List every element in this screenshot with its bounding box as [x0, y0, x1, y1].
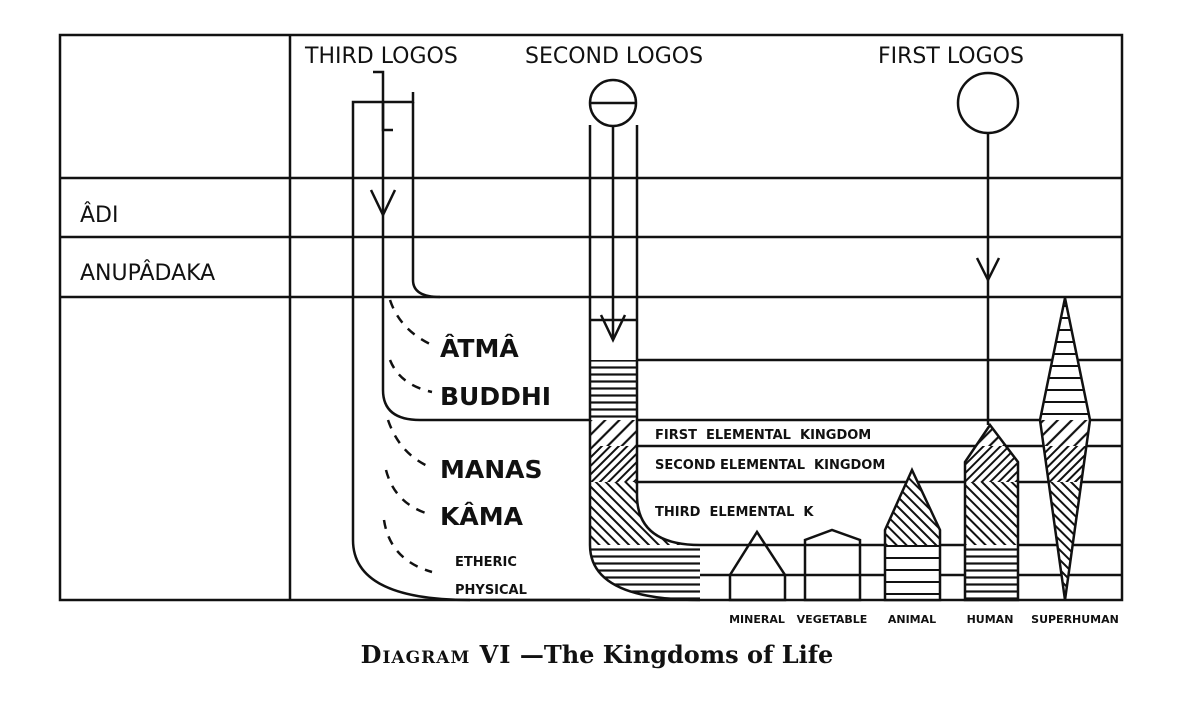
mineral-shape	[728, 529, 787, 602]
kingdom-label-human: HUMAN	[967, 613, 1014, 626]
first-logos	[956, 71, 1020, 425]
arrow-down-icon	[975, 257, 1001, 283]
caption-prefix: Diagram VI	[360, 640, 512, 669]
third-elemental-label: THIRD ELEMENTAL K	[655, 505, 814, 520]
first-elemental-label: FIRST ELEMENTAL KINGDOM	[655, 428, 871, 443]
third-logos-lines	[351, 70, 471, 602]
plane-kama-label: KÂMA	[440, 502, 524, 531]
arrow-down-icon	[599, 314, 627, 343]
diagram-caption: Diagram VI —The Kingdoms of Life	[0, 640, 1194, 669]
grid	[58, 33, 1124, 602]
second-logos-tube	[588, 78, 701, 602]
kingdom-shapes	[728, 297, 1092, 602]
superhuman-shape	[1038, 297, 1092, 601]
plane-buddhi-label: BUDDHI	[440, 382, 551, 411]
human-shape	[963, 422, 1020, 602]
first-logos-circle	[956, 71, 1020, 135]
kingdom-label-vegetable: VEGETABLE	[797, 613, 868, 626]
second-elemental-label: SECOND ELEMENTAL KINGDOM	[655, 458, 885, 473]
plane-physical-label: PHYSICAL	[455, 583, 527, 598]
second-logos-label: SECOND LOGOS	[525, 44, 703, 69]
plane-atma-label: ÂTMÂ	[440, 334, 519, 363]
plane-anupadaka-label: ANUPÂDAKA	[80, 260, 215, 286]
arrow-down-icon	[369, 189, 397, 218]
kingdom-label-superhuman: SUPERHUMAN	[1031, 613, 1119, 626]
first-logos-label: FIRST LOGOS	[878, 44, 1024, 69]
caption-title: —The Kingdoms of Life	[511, 640, 834, 669]
kingdom-label-animal: ANIMAL	[888, 613, 936, 626]
plane-manas-label: MANAS	[440, 455, 543, 484]
animal-shape	[883, 466, 942, 602]
vegetable-shape	[803, 528, 862, 602]
plane-etheric-label: ETHERIC	[455, 555, 517, 570]
plane-adi-label: ÂDI	[80, 202, 118, 228]
third-logos-label: THIRD LOGOS	[304, 44, 458, 69]
kingdom-label-mineral: MINERAL	[729, 613, 785, 626]
